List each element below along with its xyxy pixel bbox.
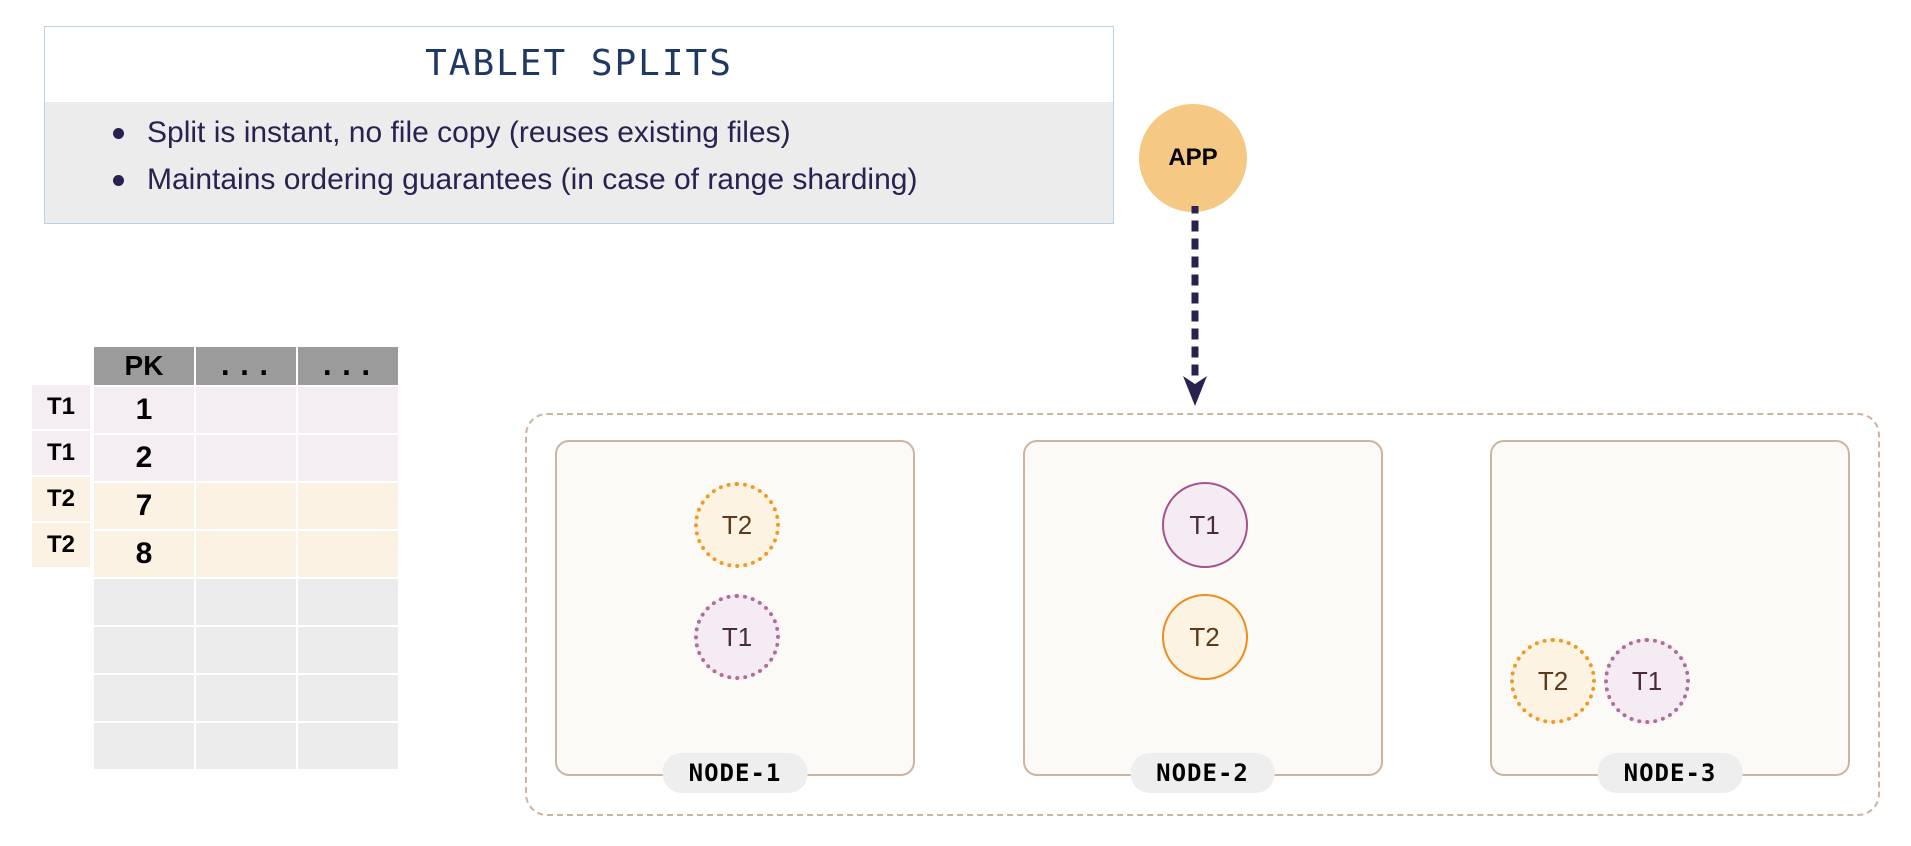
node-1-tablets: T2 T1 [557,442,913,774]
node-1[interactable]: T2 T1 NODE-1 [555,440,915,793]
callout-bullet: Split is instant, no file copy (reuses e… [111,112,1103,155]
cell-c3 [298,387,398,433]
cell-c3 [298,531,398,577]
cell-pk: 8 [94,531,194,577]
cell-c3 [298,627,398,673]
callout-body: Split is instant, no file copy (reuses e… [45,102,1113,224]
table-row [94,723,398,769]
cell-pk: 1 [94,387,194,433]
cluster-nodes: T2 T1 NODE-1 T1 T2 NODE-2 T2 T1 NODE-3 [527,415,1878,814]
table-row [94,627,398,673]
callout-bullet: Maintains ordering guarantees (in case o… [111,159,1103,202]
cell-c3 [298,675,398,721]
row-tag: T2 [32,523,90,567]
node-3-label: NODE-3 [1597,753,1743,793]
cell-c3 [298,579,398,625]
cell-c3 [298,435,398,481]
node-2[interactable]: T1 T2 NODE-2 [1022,440,1383,793]
node-1-label: NODE-1 [662,753,808,793]
tablet-splits-callout: TABLET SPLITS Split is instant, no file … [44,26,1114,225]
node-2-tablets: T1 T2 [1025,442,1381,774]
node-2-label: NODE-2 [1130,753,1275,793]
cluster-boundary: T2 T1 NODE-1 T1 T2 NODE-2 T2 T1 NODE-3 [525,413,1880,816]
cell-c3 [298,723,398,769]
cell-c2 [196,579,296,625]
node-3-tablets: T2 T1 [1492,442,1848,774]
column-header-ellipsis-2: ... [298,347,398,385]
tablet-t2[interactable]: T2 [694,482,780,568]
app-node: APP [1139,104,1247,212]
callout-bullet-list: Split is instant, no file copy (reuses e… [55,112,1103,201]
tablet-t2[interactable]: T2 [1161,594,1248,680]
app-to-cluster-arrow-icon [1183,206,1207,406]
cell-c2 [196,435,296,481]
tablet-t1[interactable]: T1 [1161,482,1248,568]
column-header-pk: PK [94,347,194,385]
app-label: APP [1168,144,1218,171]
cell-pk [94,675,194,721]
cell-pk [94,723,194,769]
cell-pk: 7 [94,483,194,529]
cell-c2 [196,723,296,769]
table-row: 2 [94,435,398,481]
cell-c2 [196,675,296,721]
pk-table: PK ... ... 1 2 7 8 [92,345,400,771]
table-row: 7 [94,483,398,529]
row-tag: T2 [32,477,90,521]
table-row: 8 [94,531,398,577]
cell-pk: 2 [94,435,194,481]
cell-c3 [298,483,398,529]
cell-c2 [196,531,296,577]
callout-title: TABLET SPLITS [45,27,1113,102]
cell-pk [94,579,194,625]
table-row [94,579,398,625]
tablet-t1[interactable]: T1 [694,594,780,680]
cell-c2 [196,483,296,529]
tablet-t2[interactable]: T2 [1510,638,1596,724]
table-row: 1 [94,387,398,433]
cell-c2 [196,387,296,433]
cell-c2 [196,627,296,673]
row-tag: T1 [32,385,90,429]
table-row [94,675,398,721]
node-3[interactable]: T2 T1 NODE-3 [1490,440,1850,793]
tablet-t1[interactable]: T1 [1604,638,1690,724]
table-header-row: PK ... ... [94,347,398,385]
cell-pk [94,627,194,673]
column-header-ellipsis-1: ... [196,347,296,385]
row-tag: T1 [32,431,90,475]
pk-table-region: T1 T1 T2 T2 PK ... ... 1 2 7 [16,345,400,771]
